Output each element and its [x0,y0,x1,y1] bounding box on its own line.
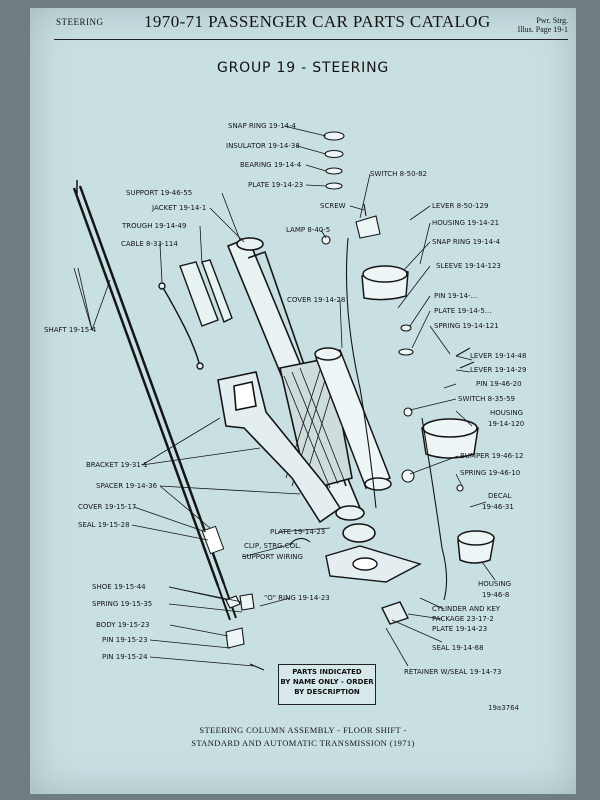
label-retainer: RETAINER W/SEAL 19-14-73 [404,668,501,676]
leader-lines [73,125,496,667]
label-trough: TROUGH 19-14-49 [121,222,186,230]
label-seal-bottom: SEAL 19-14-68 [432,644,484,652]
catalog-page: STEERING 1970-71 PASSENGER CAR PARTS CAT… [30,8,576,794]
cover-sleeve [314,347,392,491]
label-lever-top: LEVER 8-50-129 [432,202,488,210]
label-housing-mid-line-1: HOUSING [490,409,523,417]
label-o-ring: "O" RING 19-14-23 [264,594,330,602]
label-cylinder-line-1: CYLINDER AND KEY [432,605,501,613]
caption-line-1: STEERING COLUMN ASSEMBLY - FLOOR SHIFT - [199,725,407,735]
label-cover-left: COVER 19-15-17 [78,503,136,511]
label-housing-top: HOUSING 19-14-21 [432,219,499,227]
label-shoe: SHOE 19-15-44 [92,583,146,591]
label-seal-left: SEAL 19-15-28 [78,521,130,529]
label-lamp: LAMP 8-40-5 [286,226,330,234]
label-bracket: BRACKET 19-31-1 [86,461,148,469]
page-reference-line-2: Illus. Page 19-1 [517,25,568,34]
label-plate-top: PLATE 19-14-23 [248,181,303,189]
small-parts [225,131,475,671]
label-bumper: BUMPER 19-46-12 [460,452,523,460]
label-support: SUPPORT 19-46-55 [126,189,192,197]
label-switch-59: SWITCH 8-35-59 [458,395,515,403]
label-decal-line-2: 19-46-31 [482,503,514,511]
label-housing-bottom-line-2: 19-46-8 [482,591,509,599]
trough-and-cable [158,259,233,370]
label-shaft: SHAFT 19-15-4 [44,326,97,334]
label-spring-right: SPRING 19-14-121 [434,322,499,330]
label-cover-mid: COVER 19-14-28 [287,296,345,304]
label-jacket: JACKET 19-14-1 [151,204,206,212]
label-spring-35: SPRING 19-15-35 [92,600,152,608]
label-bearing: BEARING 19-14-4 [240,161,302,169]
parts-note-line-2: BY NAME ONLY - ORDER [280,678,374,686]
bracket [217,371,342,524]
catalog-title: 1970-71 PASSENGER CAR PARTS CATALOG [144,12,491,31]
page-reference: Pwr. Strg. Illus. Page 19-1 [518,16,568,34]
label-clip-line-2: SUPPORT WIRING [242,553,303,561]
group-title: GROUP 19 - STEERING [216,60,389,76]
parts-note-line-1: PARTS INDICATED [292,668,362,676]
label-housing-mid-line-2: 19-14-120 [488,420,524,428]
label-spacer: SPACER 19-14-36 [96,482,158,490]
label-cable: CABLE 8-33-114 [121,240,178,248]
lower-housings [421,418,495,564]
label-lever-48: LEVER 19-14-48 [470,352,526,360]
label-lever-29: LEVER 19-14-29 [470,366,526,374]
label-pin-23: PIN 19-15-23 [102,636,148,644]
caption-line-2: STANDARD AND AUTOMATIC TRANSMISSION (197… [191,738,415,748]
steering-shaft [72,180,237,621]
label-snap-ring-right: SNAP RING 19-14-4 [432,238,501,246]
label-clip-line-1: CLIP, STRG.COL. [244,542,301,550]
label-cylinder-line-2: PACKAGE 23-17-2 [432,615,494,623]
label-switch-top: SWITCH 8-50-82 [370,170,427,178]
label-screw: SCREW [320,202,346,210]
label-pin-24: PIN 19-15-24 [102,653,148,661]
label-decal-line-1: DECAL [488,492,511,500]
label-plate-mid: PLATE 19-14-23 [270,528,325,536]
section-label: STEERING [56,17,104,27]
page-reference-line-1: Pwr. Strg. [536,16,568,25]
support-plate [325,545,422,625]
label-sleeve: SLEEVE 19-14-123 [436,262,501,270]
label-pin-right: PIN 19-14-... [434,292,477,300]
exploded-view-diagram: SNAP RING 19-14-4 INSULATOR 19-14-38 BEA… [44,122,526,676]
illustration-number: 19a3764 [488,704,520,712]
label-spring-10: SPRING 19-46-10 [460,469,520,477]
label-plate-bottom: PLATE 19-14-23 [432,625,487,633]
label-body: BODY 19-15-23 [96,621,149,629]
label-insulator: INSULATOR 19-14-38 [226,142,300,150]
part-labels: SNAP RING 19-14-4 INSULATOR 19-14-38 BEA… [44,122,526,676]
label-housing-bottom-line-1: HOUSING [478,580,511,588]
label-snap-ring-top: SNAP RING 19-14-4 [228,122,297,130]
label-plate-right: PLATE 19-14-5... [434,307,491,315]
label-pin-20: PIN 19-46-20 [476,380,522,388]
parts-note-box: PARTS INDICATED BY NAME ONLY - ORDER BY … [278,664,376,705]
header-rule [54,39,568,40]
upper-housing [361,265,409,301]
figure-caption: STEERING COLUMN ASSEMBLY - FLOOR SHIFT -… [30,724,576,750]
parts-note-line-3: BY DESCRIPTION [294,688,360,696]
